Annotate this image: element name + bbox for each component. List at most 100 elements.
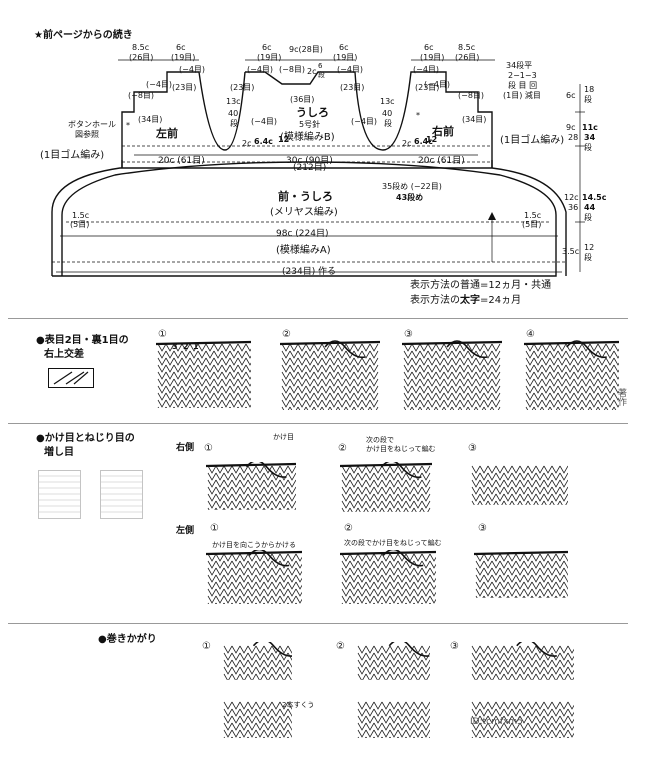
increase-charts <box>38 470 143 519</box>
rd-145c: 14.5c <box>582 193 607 202</box>
dim-right-inner-cm: 6c <box>424 43 434 52</box>
side-left: 左側 <box>176 526 195 536</box>
caption-yo: かけ目 <box>273 433 294 441</box>
neck-40-r: 40 <box>382 109 393 118</box>
cross-num-2: 2 <box>183 342 189 351</box>
cross-swatch-2 <box>280 340 380 410</box>
watermark: ID:tcmfxm5 <box>470 717 523 727</box>
inc-right-swatch-3 <box>471 465 568 505</box>
cross-title-2: 右上交差 <box>44 349 84 360</box>
rib-right: (1目ゴム編み) <box>500 135 565 146</box>
whip-swatch-bottom-1 <box>223 701 292 738</box>
whip-step-2: ② <box>336 641 345 652</box>
asterisk-l: * <box>126 121 130 130</box>
v23-bk-l: (23目) <box>230 83 255 92</box>
cross-num-3: 3 <box>172 342 178 351</box>
v36-bk: (36目) <box>290 95 315 104</box>
rd-44: 44 <box>584 203 596 212</box>
rd-11c: 11c <box>582 123 598 132</box>
dim-back-l-st: (19目) <box>257 53 282 62</box>
dim-right-outer-cm: 8.5c <box>458 43 476 52</box>
inc-right-step-2: ② <box>338 443 347 454</box>
rd-9c: 9c <box>566 123 576 132</box>
right-front-title: 右前 <box>432 125 454 138</box>
rib-left: (1目ゴム編み) <box>40 150 105 161</box>
dim-left-inner-st: (19目) <box>171 53 196 62</box>
back-title: うしろ <box>296 106 329 119</box>
caption-next-2: かけ目をねじって編む <box>366 445 436 453</box>
dec4-rf-top: (−4目) <box>413 65 440 74</box>
dim-back-r-st: (19目) <box>333 53 358 62</box>
rd-34: 34 <box>584 133 596 142</box>
shoulder-note-4: (1目) 減目 <box>503 91 541 100</box>
inc-right-step-1: ① <box>204 443 213 454</box>
neck-13c-r: 13c <box>380 97 395 106</box>
whip-swatch-top-1 <box>223 642 292 680</box>
width-212: (212目) <box>293 163 327 173</box>
dec4-neck-l: (−4目) <box>251 117 278 126</box>
cross-symbol <box>48 368 94 388</box>
rd-28: 28 <box>568 133 579 142</box>
dim-left-outer-st: (26目) <box>129 53 154 62</box>
dim-back-mid: 9c(28目) <box>289 45 323 54</box>
neck-64c-r: 6.4c <box>414 137 433 146</box>
neck-2c-r: 2c <box>402 139 412 148</box>
row-43: 43段め <box>396 193 424 202</box>
neck-13c-l: 13c <box>226 97 241 106</box>
dim-right-inner-st: (19目) <box>420 53 445 62</box>
cross-swatch-4 <box>524 340 619 410</box>
row-35: 35段め (−22目) <box>382 182 442 191</box>
whip-swatch-top-2 <box>357 642 430 680</box>
rd-6c: 6c <box>566 91 576 100</box>
whip-swatch-bottom-2 <box>357 701 430 738</box>
shoulder-note-2: 2−1−3 <box>508 71 537 80</box>
dec8-lf: (−8目) <box>128 91 155 100</box>
dec4-rf-mid: (−4目) <box>424 80 451 89</box>
rd-34-u: 段 <box>584 143 592 152</box>
caption-next-left: 次の段でかけ目をねじって編む <box>344 539 442 547</box>
increase-title-2: 増し目 <box>44 447 74 458</box>
caption-yo-left: かけ目を向こうからかける <box>212 541 296 549</box>
dec8-bk: (−8目) <box>279 65 306 74</box>
whip-step-3: ③ <box>450 641 459 652</box>
dim-left-inner-cm: 6c <box>176 43 186 52</box>
bottom-pattern: (模様編みA) <box>276 245 331 256</box>
edge-5st-l: (5目) <box>70 220 90 229</box>
width-20c-left: 20c (61目) <box>158 156 205 166</box>
rd-36: 36 <box>568 203 579 212</box>
neck-64c-l: 6.4c <box>254 137 273 146</box>
v34-rf: (34目) <box>462 115 487 124</box>
dim-left-outer-cm: 8.5c <box>132 43 150 52</box>
back-needle: 5号針 <box>299 120 321 129</box>
back-pattern: (模様編みB) <box>280 132 335 143</box>
neck-12-r: 12 <box>426 135 438 144</box>
caption-next-1: 次の段で <box>366 436 394 444</box>
increase-title-1: ●かけ目とねじり目の <box>36 433 135 444</box>
edge-15c-l: 1.5c <box>72 211 90 220</box>
width-98c: 98c (224目) <box>276 229 329 239</box>
shoulder-note-1: 34段平 <box>506 61 533 70</box>
inc-left-step-1: ① <box>210 523 219 534</box>
inc-left-step-2: ② <box>344 523 353 534</box>
cross-step-1: ① <box>158 329 167 340</box>
cross-step-2: ② <box>282 329 291 340</box>
rd-12c: 12c <box>564 193 579 202</box>
neck-dan-l: 段 <box>230 119 238 128</box>
neck-40-l: 40 <box>228 109 239 118</box>
dim-back-r-cm: 6c <box>339 43 349 52</box>
rd-18-u: 段 <box>584 95 592 104</box>
button-hole-note-1: ボタンホール <box>68 120 116 129</box>
schematic-lines <box>51 59 585 277</box>
cross-title-1: ●表目2目・裏1目の <box>36 335 129 346</box>
dec4-lf-mid: (−4目) <box>146 80 173 89</box>
inc-right-swatch-2 <box>340 462 432 512</box>
dec8-rf: (−8目) <box>458 91 485 100</box>
side-mark: 著作 <box>616 388 626 406</box>
dim-2c-back: 2c <box>307 67 317 76</box>
note-bold: 表示方法の太字=24ヵ月 <box>410 295 522 306</box>
body-title: 前・うしろ <box>278 190 333 203</box>
cross-step-3: ③ <box>404 329 413 340</box>
inc-left-step-3: ③ <box>478 523 487 534</box>
dec4-lf-top: (−4目) <box>179 65 206 74</box>
cross-swatch-3 <box>402 340 502 410</box>
